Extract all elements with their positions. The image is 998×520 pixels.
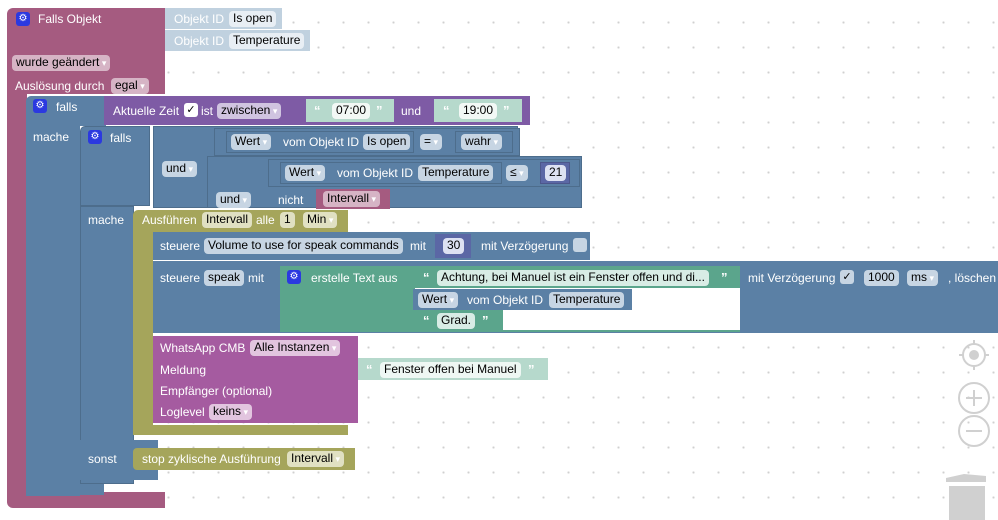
trigger-dropdown[interactable]: egal: [111, 78, 149, 94]
delay-checkbox[interactable]: [573, 238, 587, 252]
object-id-field[interactable]: Temperature: [418, 165, 494, 181]
recipient-label: Empfänger (optional): [160, 384, 273, 398]
clear-label: , löschen: [948, 271, 997, 285]
delay-label: mit Verzögerung: [748, 271, 836, 285]
quote-open-icon: “: [314, 103, 321, 118]
control-label: steuere: [160, 239, 201, 253]
time-ist-label: ist: [201, 104, 213, 118]
object-id-label: Objekt ID: [174, 34, 225, 48]
text-join-label: erstelle Text aus: [311, 271, 398, 285]
trash-icon[interactable]: [944, 470, 990, 520]
interval-label: Ausführen: [142, 213, 197, 227]
quote-open-icon: “: [366, 362, 373, 377]
quote-close-icon: ”: [503, 103, 510, 118]
zoom-out-icon[interactable]: [957, 414, 991, 448]
control-label: steuere: [160, 271, 201, 285]
gear-icon[interactable]: ⚙: [16, 12, 30, 26]
object-id-field[interactable]: Temperature: [229, 33, 305, 49]
if-outer-spine: [26, 126, 80, 496]
quote-close-icon: ”: [376, 103, 383, 118]
event-block-foot: [7, 492, 165, 508]
number-field[interactable]: 30: [443, 238, 465, 254]
stop-var-dropdown[interactable]: Intervall: [287, 451, 345, 467]
message-field[interactable]: Fenster offen bei Manuel: [380, 362, 521, 378]
trigger-label: Auslösung durch: [15, 79, 105, 93]
whatsapp-label: WhatsApp CMB: [160, 341, 246, 355]
object-id-label: Objekt ID: [174, 12, 225, 26]
control-with-label: mit: [410, 239, 426, 253]
time-operator-dropdown[interactable]: zwischen: [217, 103, 282, 119]
of-object-label: vom Objekt ID: [337, 166, 414, 180]
loglevel-label: Loglevel: [160, 405, 205, 419]
object-id-field[interactable]: Is open: [363, 134, 411, 150]
interval-foot: [133, 425, 348, 435]
and-operator-dropdown[interactable]: und: [216, 192, 252, 208]
time-to-field[interactable]: 19:00: [459, 103, 498, 119]
gear-icon[interactable]: ⚙: [287, 270, 301, 284]
time-from-field[interactable]: 07:00: [332, 103, 371, 119]
number-field[interactable]: 21: [545, 165, 567, 181]
compare-operator-dropdown[interactable]: ≤: [506, 165, 528, 181]
string-field[interactable]: Grad.: [437, 313, 476, 329]
loglevel-dropdown[interactable]: keins: [209, 404, 253, 420]
delay-label: mit Verzögerung: [481, 239, 569, 253]
quote-close-icon: ”: [528, 362, 535, 377]
control-target-field[interactable]: Volume to use for speak commands: [204, 238, 403, 254]
control-with-label: mit: [248, 271, 264, 285]
interval-unit-dropdown[interactable]: Min: [303, 212, 338, 228]
of-object-label: vom Objekt ID: [283, 135, 360, 149]
quote-close-icon: ”: [721, 270, 728, 285]
event-block-spine: [7, 94, 27, 498]
of-object-label: vom Objekt ID: [467, 293, 544, 307]
target-icon[interactable]: [955, 336, 993, 374]
delay-value-field[interactable]: 1000: [864, 270, 899, 286]
variable-dropdown[interactable]: Intervall: [323, 191, 381, 207]
if-outer-foot: [26, 483, 104, 495]
if-outer-falls-label: falls: [56, 100, 78, 114]
time-label: Aktuelle Zeit: [113, 104, 180, 118]
interval-spine: [133, 232, 153, 432]
quote-close-icon: ”: [482, 313, 489, 328]
interval-amount-field[interactable]: 1: [280, 212, 295, 228]
value-dropdown[interactable]: Wert: [285, 165, 326, 181]
gear-icon[interactable]: ⚙: [88, 130, 102, 144]
if-inner-sonst-label: sonst: [88, 452, 117, 466]
string-field[interactable]: Achtung, bei Manuel ist ein Fenster offe…: [437, 270, 709, 286]
time-checkbox[interactable]: ✓: [184, 103, 198, 117]
if-outer-mache-label: mache: [33, 130, 70, 144]
message-label: Meldung: [160, 363, 207, 377]
quote-open-icon: “: [423, 313, 430, 328]
and-operator-dropdown[interactable]: und: [162, 161, 198, 177]
zoom-in-icon[interactable]: [957, 381, 991, 415]
control-target-field[interactable]: speak: [204, 270, 245, 286]
object-id-field[interactable]: Is open: [229, 11, 277, 27]
not-label: nicht: [278, 193, 304, 207]
quote-open-icon: “: [423, 270, 430, 285]
time-und-label: und: [401, 104, 422, 118]
whatsapp-instance-dropdown[interactable]: Alle Instanzen: [250, 340, 341, 356]
value-dropdown[interactable]: Wert: [418, 292, 459, 308]
gear-icon[interactable]: ⚙: [33, 99, 47, 113]
delay-unit-dropdown[interactable]: ms: [907, 270, 939, 286]
value-dropdown[interactable]: Wert: [231, 134, 272, 150]
compare-operator-dropdown[interactable]: =: [420, 134, 443, 150]
if-inner-mache-label: mache: [88, 213, 125, 227]
stop-label: stop zyklische Ausführung: [142, 452, 281, 466]
change-mode-dropdown[interactable]: wurde geändert: [12, 55, 111, 71]
event-title: Falls Objekt: [38, 12, 102, 26]
delay-checkbox[interactable]: ✓: [840, 270, 854, 284]
interval-var-field[interactable]: Intervall: [202, 212, 253, 228]
if-inner-falls-label: falls: [110, 131, 132, 145]
object-id-field[interactable]: Temperature: [549, 292, 625, 308]
bool-dropdown[interactable]: wahr: [461, 134, 503, 150]
interval-every-label: alle: [256, 213, 275, 227]
quote-open-icon: “: [443, 103, 450, 118]
